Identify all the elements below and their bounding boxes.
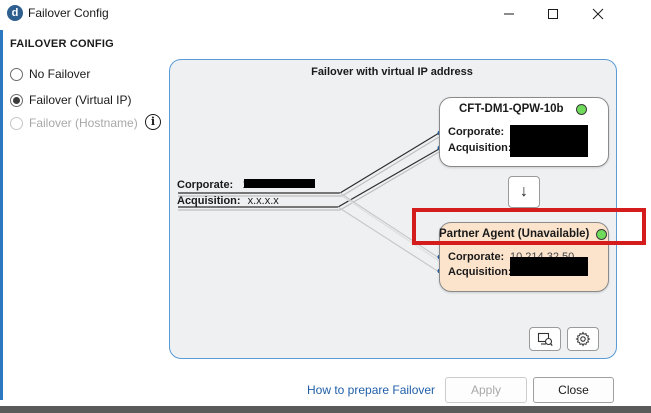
partner-acquisition-label: Acquisition:	[448, 266, 512, 278]
left-accent-bar	[0, 30, 3, 400]
radio-label: Failover (Hostname)	[29, 116, 138, 130]
radio-button-selected[interactable]	[10, 93, 23, 107]
status-online-icon	[576, 104, 587, 115]
close-window-button[interactable]	[575, 0, 621, 28]
help-link[interactable]: How to prepare Failover	[307, 383, 436, 397]
minimize-button[interactable]	[486, 0, 532, 28]
settings-button[interactable]	[567, 327, 599, 351]
radio-failover-hostname: Failover (Hostname)	[10, 116, 138, 130]
radio-button[interactable]	[10, 67, 23, 81]
redaction-bar	[510, 257, 588, 276]
virtual-acquisition-value: x.x.x.x	[247, 195, 279, 207]
radio-button-disabled	[10, 116, 23, 130]
bottom-taskbar-strip	[0, 406, 651, 413]
status-online-icon	[596, 229, 607, 240]
virtual-corporate-label: Corporate:	[177, 179, 234, 191]
partner-node-title: Partner Agent (Unavailable)	[439, 228, 590, 240]
apply-button[interactable]: Apply	[445, 377, 527, 403]
radio-failover-virtual-ip[interactable]: Failover (Virtual IP)	[10, 93, 131, 107]
redaction-bar	[244, 179, 315, 188]
virtual-acquisition-label: Acquisition:	[177, 195, 241, 207]
title-bar: d Failover Config	[0, 0, 651, 28]
diagram-title: Failover with virtual IP address	[311, 66, 473, 78]
primary-acquisition-label: Acquisition:	[448, 142, 512, 154]
maximize-button[interactable]	[530, 0, 576, 28]
close-icon	[592, 8, 604, 20]
primary-corporate-label: Corporate:	[448, 126, 505, 138]
swap-direction-button[interactable]: ↓	[508, 176, 540, 208]
highlight-annotation	[412, 208, 646, 245]
gear-icon	[575, 331, 591, 347]
section-title: FAILOVER CONFIG	[10, 38, 114, 50]
radio-label: Failover (Virtual IP)	[29, 93, 132, 107]
maximize-icon	[548, 9, 558, 19]
virtual-acquisition: Acquisition: x.x.x.x	[177, 195, 279, 207]
test-connection-button[interactable]	[529, 327, 561, 351]
test-connection-icon	[537, 332, 553, 347]
partner-corporate-label: Corporate:	[448, 251, 505, 263]
primary-node-title: CFT-DM1-QPW-10b	[459, 103, 564, 115]
radio-label: No Failover	[29, 67, 91, 81]
close-button[interactable]: Close	[533, 377, 614, 403]
arrow-down-icon: ↓	[520, 183, 528, 200]
info-icon[interactable]: i	[145, 114, 161, 130]
minimize-icon	[504, 13, 514, 15]
radio-no-failover[interactable]: No Failover	[10, 67, 90, 81]
redaction-bar	[510, 125, 588, 157]
window-title: Failover Config	[28, 6, 109, 20]
app-icon: d	[7, 5, 23, 21]
